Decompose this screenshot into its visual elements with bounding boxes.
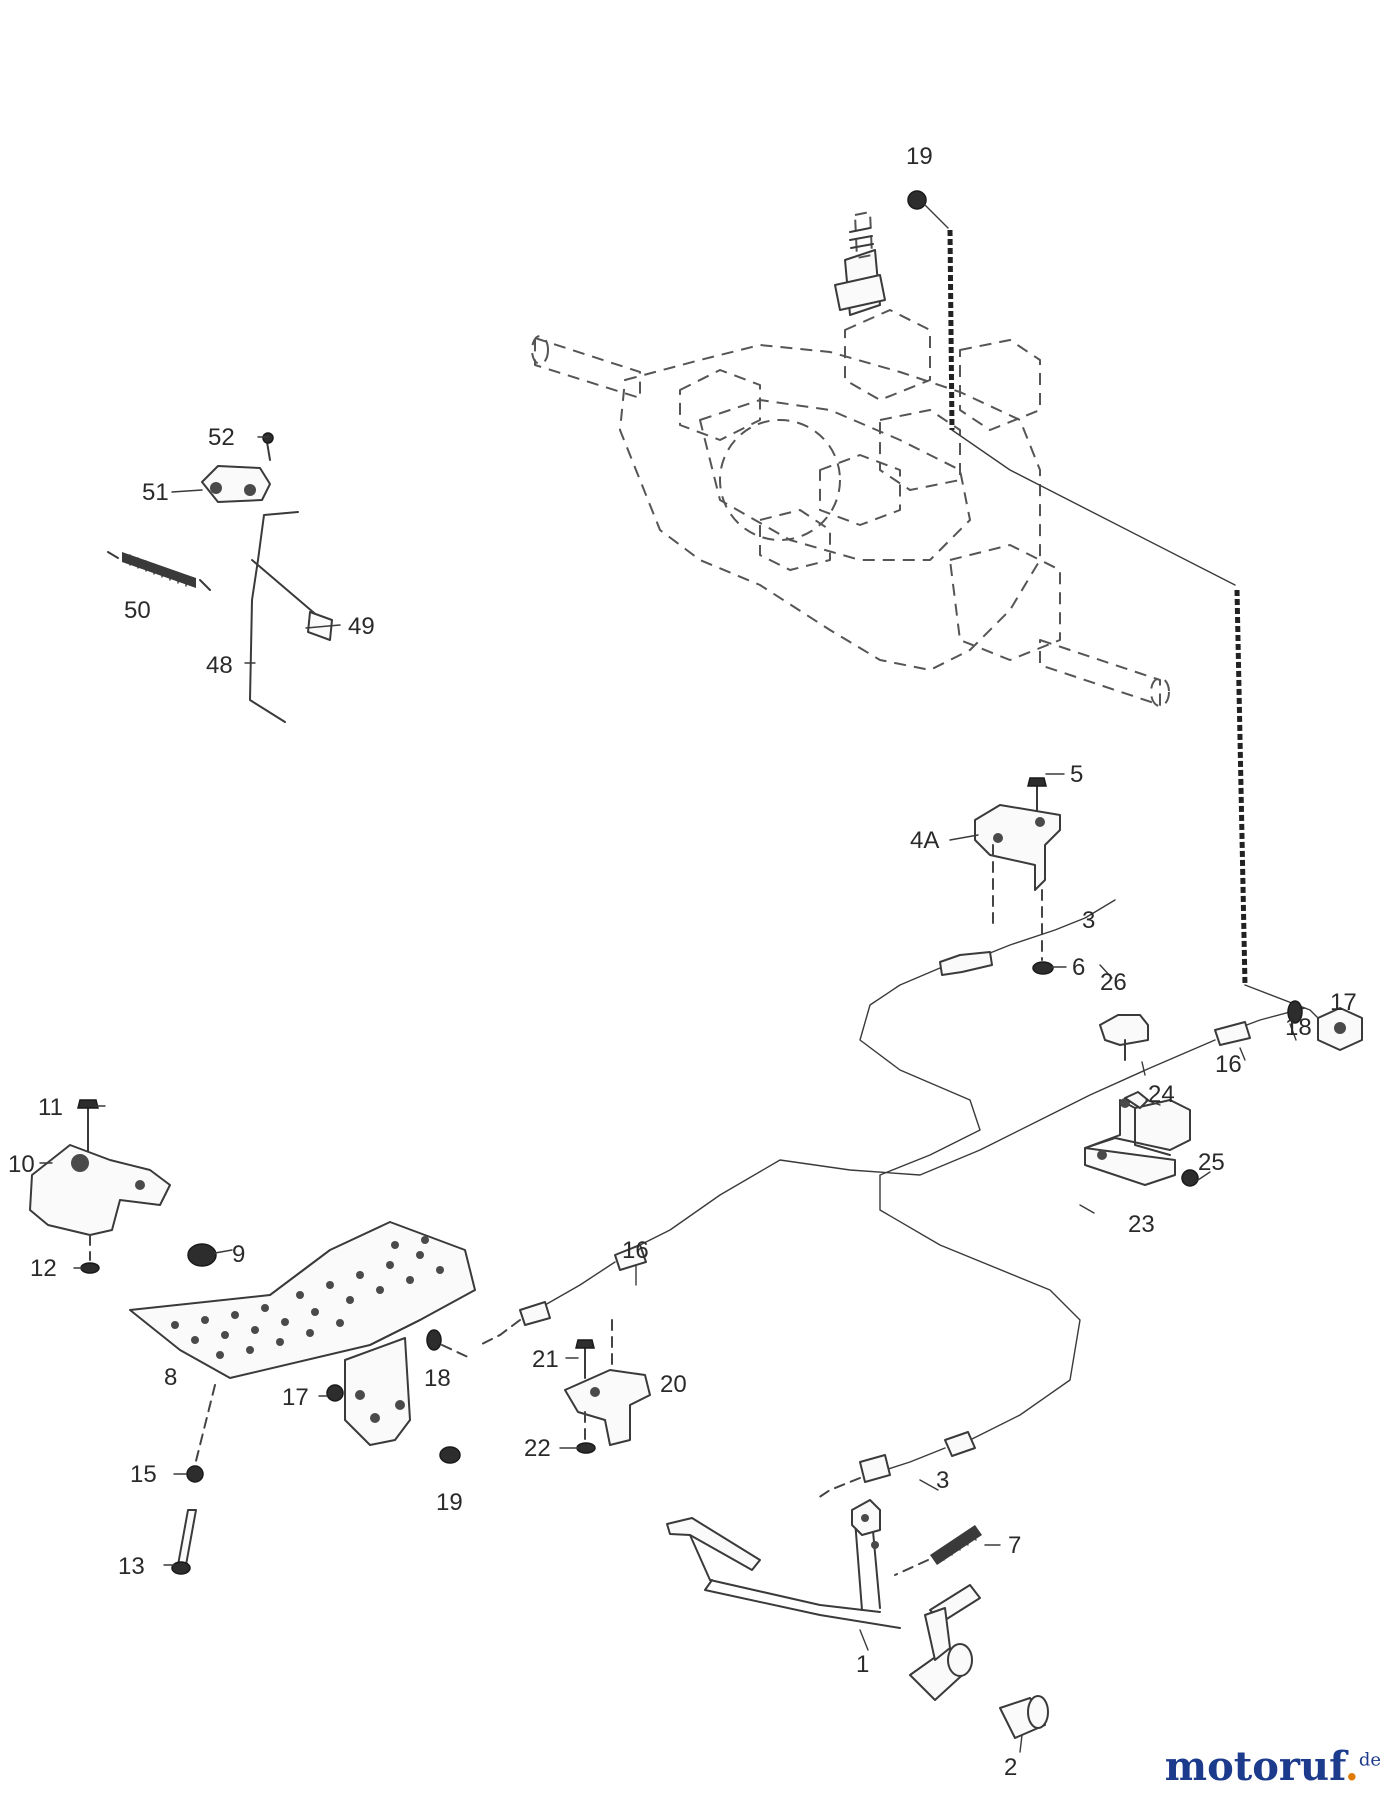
- label-11: 11: [38, 1094, 63, 1121]
- leader-lines: [39, 436, 1297, 1753]
- label-50: 50: [124, 597, 151, 624]
- label-22: 22: [524, 1435, 551, 1462]
- spring-50: [107, 551, 211, 591]
- label-19-bottom: 19: [436, 1489, 463, 1516]
- label-12: 12: [30, 1255, 57, 1282]
- footrest-bracket-10: [29, 1099, 217, 1274]
- label-16-right: 16: [1215, 1051, 1242, 1078]
- nut-19-top: [907, 190, 927, 210]
- label-10: 10: [8, 1151, 35, 1178]
- nut-22: [576, 1442, 596, 1454]
- label-13: 13: [118, 1553, 145, 1580]
- rod-48: [249, 511, 299, 723]
- label-7: 7: [1008, 1532, 1021, 1559]
- label-18-mid: 18: [424, 1365, 451, 1392]
- grip-49: [307, 611, 333, 641]
- label-6: 6: [1072, 954, 1085, 981]
- brake-cable-3: [814, 899, 1116, 1501]
- label-24: 24: [1148, 1081, 1175, 1108]
- bushing-9: [187, 1243, 217, 1267]
- label-18-right: 18: [1285, 1014, 1312, 1041]
- label-51: 51: [142, 479, 169, 506]
- label-3-bottom: 3: [936, 1467, 949, 1494]
- part-labels: 19 52 51 50 49 48 5 4A 3 6 17 18 16 26 2…: [8, 143, 1357, 1781]
- transaxle-ghost: [531, 211, 1170, 707]
- label-19-top: 19: [906, 143, 933, 170]
- nut-15: [186, 1465, 204, 1483]
- clevis-17-mid: [326, 1384, 344, 1402]
- cable-bracket-23: [1084, 1014, 1199, 1187]
- pedal-assembly: [666, 1499, 1049, 1739]
- bolt-13-assembly: [171, 1465, 204, 1575]
- label-16-mid: 16: [622, 1237, 649, 1264]
- watermark-logo: motoruf.de: [1165, 1743, 1381, 1790]
- watermark-main: motoruf: [1164, 1743, 1345, 1790]
- label-1: 1: [856, 1651, 869, 1678]
- label-21: 21: [532, 1346, 559, 1373]
- shift-rod-cable: [907, 190, 1363, 1051]
- control-cable-16: [479, 1000, 1306, 1346]
- washer-12: [80, 1262, 100, 1274]
- nut-25: [1181, 1169, 1199, 1187]
- label-17-right: 17: [1330, 989, 1357, 1016]
- label-4a: 4A: [910, 827, 939, 854]
- nut-19-bottom: [439, 1446, 461, 1464]
- nut-6: [1032, 961, 1054, 975]
- label-17-mid: 17: [282, 1384, 309, 1411]
- footrest-plate-8: [129, 1221, 476, 1466]
- parking-rod-assembly: [107, 432, 333, 723]
- label-25: 25: [1198, 1149, 1225, 1176]
- label-15: 15: [130, 1461, 157, 1488]
- nut-18-mid: [426, 1329, 442, 1351]
- label-20: 20: [660, 1371, 687, 1398]
- label-2: 2: [1004, 1754, 1017, 1781]
- spring-7: [894, 1525, 982, 1576]
- label-48: 48: [206, 652, 233, 679]
- clip-26: [1099, 1014, 1149, 1046]
- nut-18-right: [1287, 1000, 1303, 1024]
- cable-bracket-20: [564, 1319, 651, 1454]
- label-26: 26: [1100, 969, 1127, 996]
- cable-bracket-4a: [974, 777, 1061, 975]
- label-23: 23: [1128, 1211, 1155, 1238]
- label-5: 5: [1070, 761, 1083, 788]
- label-9: 9: [232, 1241, 245, 1268]
- watermark-tld: de: [1358, 1749, 1381, 1771]
- watermark-dot: .: [1344, 1743, 1359, 1790]
- label-49: 49: [348, 613, 375, 640]
- bolt-13: [177, 1509, 197, 1566]
- label-3-top: 3: [1082, 907, 1095, 934]
- label-52: 52: [208, 424, 235, 451]
- label-8: 8: [164, 1364, 177, 1391]
